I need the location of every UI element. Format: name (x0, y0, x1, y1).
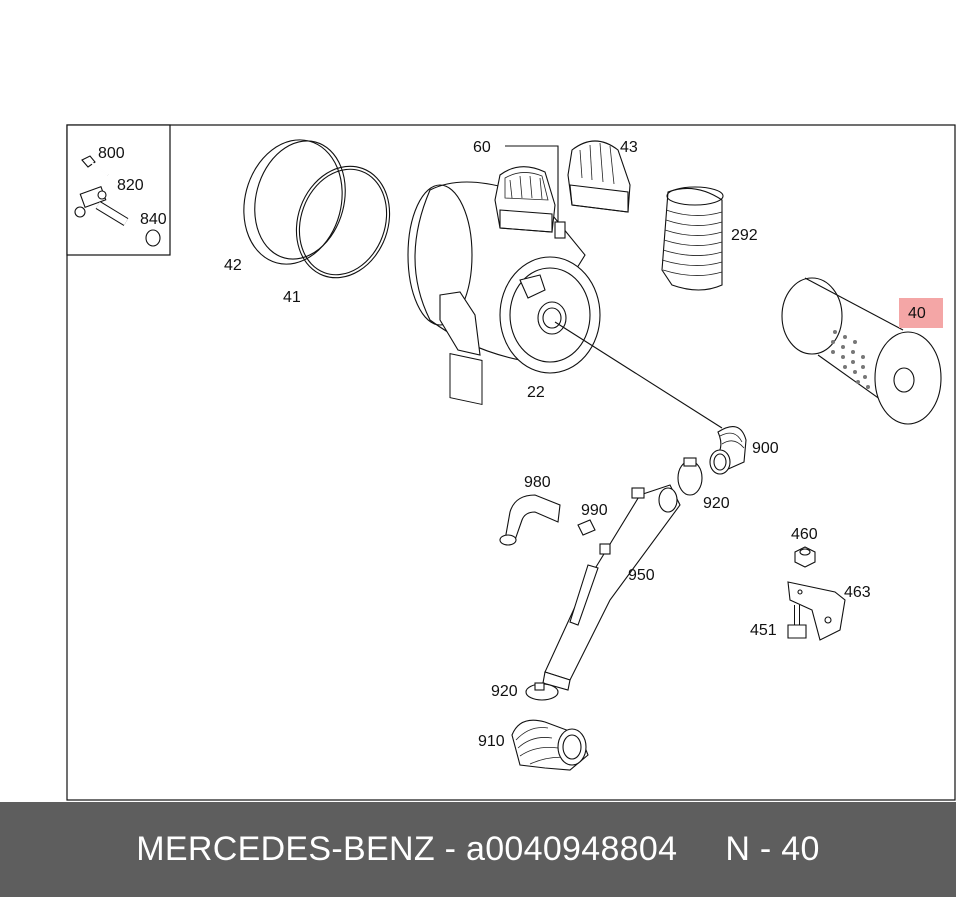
label-800: 800 (98, 145, 125, 162)
part-990-clip[interactable] (577, 519, 596, 536)
highlight-40 (899, 298, 943, 328)
part-43-cap[interactable] (567, 140, 631, 213)
part-41-o-ring[interactable] (281, 153, 405, 291)
part-800-bolt[interactable] (81, 155, 109, 176)
label-22: 22 (527, 384, 545, 401)
part-42-ring[interactable] (230, 129, 358, 276)
label-840: 840 (140, 211, 167, 228)
part-910-bellows-elbow[interactable] (511, 719, 589, 771)
label-990: 990 (581, 502, 608, 519)
footer-reference: N - 40 (725, 830, 820, 868)
part-920-clamp-upper[interactable] (677, 457, 703, 496)
part-820-fitting[interactable] (74, 185, 129, 226)
leader-60 (505, 145, 559, 222)
label-463: 463 (844, 584, 871, 601)
label-451: 451 (750, 622, 777, 639)
part-460-nut[interactable] (794, 546, 816, 568)
leader-22-900 (554, 321, 723, 429)
label-980: 980 (524, 474, 551, 491)
part-950-air-pipe[interactable] (542, 484, 681, 691)
part-451-bolt[interactable] (787, 605, 807, 639)
label-41: 41 (283, 289, 301, 306)
part-60-intake-cap[interactable] (494, 166, 566, 239)
footer-bar: MERCEDES-BENZ - a0040948804 N - 40 (0, 802, 956, 897)
part-920-clamp-lower[interactable] (525, 682, 559, 701)
label-820: 820 (117, 177, 144, 194)
label-40: 40 (908, 305, 926, 322)
part-980-hose[interactable] (499, 494, 561, 546)
label-292: 292 (731, 227, 758, 244)
label-920-upper: 920 (703, 495, 730, 512)
label-60: 60 (473, 139, 491, 156)
label-910: 910 (478, 733, 505, 750)
label-42: 42 (224, 257, 242, 274)
footer-part-number: MERCEDES-BENZ - a0040948804 (136, 830, 678, 868)
part-900-elbow[interactable] (709, 426, 747, 475)
label-460: 460 (791, 526, 818, 543)
parts-diagram: 800 820 840 42 41 60 43 292 40 22 900 92… (66, 124, 956, 801)
part-40-filter-element[interactable] (781, 277, 942, 425)
label-950: 950 (628, 567, 655, 584)
label-900: 900 (752, 440, 779, 457)
part-292-bellows[interactable] (661, 186, 724, 291)
label-43: 43 (620, 139, 638, 156)
label-920-lower: 920 (491, 683, 518, 700)
part-463-bracket[interactable] (787, 581, 846, 641)
inset-box (66, 124, 171, 256)
part-840-washer[interactable] (145, 229, 161, 247)
